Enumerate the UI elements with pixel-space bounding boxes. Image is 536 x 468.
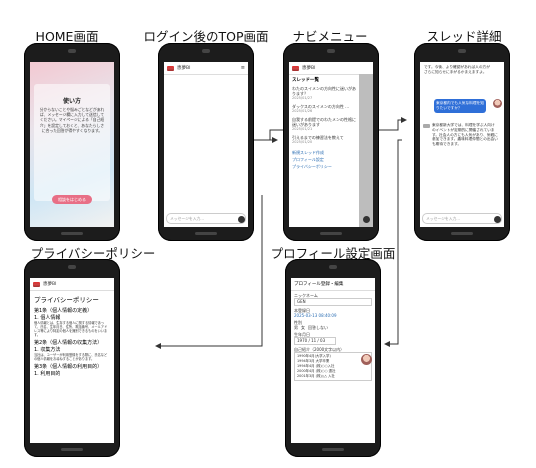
thread-item[interactable]: 自我する前提でのわたメンの性格に迷いがあります 2025/01/21	[292, 117, 356, 131]
app-header: 恵夢BI ≡	[164, 62, 248, 75]
label-home: HOME画面	[35, 29, 99, 44]
message-input[interactable]: メッセージを入力...	[166, 213, 246, 224]
menu-overlay[interactable]	[359, 74, 373, 227]
phone-top: 恵夢BI ≡ メッセージを入力...	[158, 43, 254, 241]
nickname-field[interactable]: GEN	[294, 298, 372, 306]
history-textarea[interactable]: 1990年4月(大学入学) 1994年3月 大学卒業 1994年4月 (株)○○…	[294, 352, 372, 381]
section-body: 当社は、ユーザーが利用登録をする際に、氏名などの個人情報をお尋ねすることがありま…	[34, 353, 108, 361]
profile-avatar[interactable]	[361, 354, 372, 365]
bot-message: です。今後、より確認があれば人の方がさらに知らせに手がるかまえますよ。	[424, 65, 490, 74]
nickname-label: ニックネーム	[294, 293, 318, 298]
nav-link-profile[interactable]: プロフィール設定	[292, 157, 324, 162]
registered-value: 2025-03-13 08:40:09	[294, 313, 337, 318]
thread-list-heading: スレッド一覧	[292, 78, 319, 83]
thread-item[interactable]: わたのスイメンの方向性に迷いがあります？ 2025/01/27	[292, 86, 356, 100]
history-label: 自己紹介（2000文字以内）	[294, 347, 345, 352]
home-screen: 使い方 分からないことや悩みごとなどがあれば、メッセージ欄に入力して送信してくだ…	[30, 62, 114, 227]
connector-thread-to-profile	[384, 139, 402, 347]
nav-link-new-thread[interactable]: 新規スレッド作成	[292, 150, 324, 155]
label-nav: ナビメニュー	[292, 29, 368, 44]
section-body: 個人情報とは、生存する個人に関する情報であって、氏名、生年月日、住所、電話番号、…	[34, 321, 108, 337]
registered-label: 本登録日	[294, 308, 310, 313]
nav-screen: 恵夢BI スレッド一覧 わたのスイメンの方向性に迷いがあります？ 2025/01…	[289, 62, 373, 227]
label-privacy: プライバシーポリシー	[30, 246, 156, 261]
home-description: 分からないことや悩みごとなどがあれば、メッセージ欄に入力して送信してください。マ…	[39, 107, 105, 133]
phone-profile: プロフィール登録・編集 ニックネーム GEN 本登録日 2025-03-13 0…	[285, 259, 381, 457]
label-top: ログイン後のTOP画面	[143, 29, 269, 44]
app-logo-text: 恵夢BI	[177, 66, 191, 71]
app-logo-icon	[167, 65, 174, 71]
start-consultation-button[interactable]: 相談をはじめる	[52, 195, 92, 204]
app-logo-text: 恵夢BI	[43, 282, 57, 287]
profile-title: プロフィール登録・編集	[291, 278, 375, 291]
user-avatar	[493, 99, 502, 108]
thread-item[interactable]: 引えるまでの練習法を教えて 2025/01/20	[292, 135, 344, 144]
profile-form: ニックネーム GEN 本登録日 2025-03-13 08:40:09 性別 男…	[291, 291, 375, 383]
phone-privacy: 恵夢BI プライバシーポリシー 第1条（個人情報の定義） 1. 個人情報 個人情…	[24, 259, 120, 457]
send-icon[interactable]	[494, 216, 501, 223]
phone-home: 使い方 分からないことや悩みごとなどがあれば、メッセージ欄に入力して送信してくだ…	[24, 43, 120, 241]
profile-screen: プロフィール登録・編集 ニックネーム GEN 本登録日 2025-03-13 0…	[291, 278, 375, 443]
section-heading: 第3条（個人情報の利用目的）	[34, 364, 103, 370]
section-sub: 1. 個人情報	[34, 315, 61, 321]
send-icon[interactable]	[238, 216, 245, 223]
app-logo-text: 恵夢BI	[302, 66, 316, 71]
top-screen: 恵夢BI ≡ メッセージを入力...	[164, 62, 248, 227]
connector-nav-to-privacy	[155, 195, 263, 349]
label-thread: スレッド詳細	[426, 29, 502, 44]
app-logo-icon	[33, 281, 40, 287]
gender-label: 性別	[294, 320, 302, 325]
birth-label: 生年月日	[294, 332, 310, 337]
thread-screen: です。今後、より確認があれば人の方がさらに知らせに手がるかまえますよ。 東京都内…	[420, 62, 504, 227]
gender-option[interactable]: 男	[294, 325, 298, 330]
label-profile: プロフィール設定画面	[270, 246, 396, 261]
privacy-title: プライバシーポリシー	[34, 296, 99, 304]
section-sub: 1. 利用目的	[34, 371, 61, 377]
gender-radio-group[interactable]: 男 女 回答しない	[294, 325, 372, 330]
gender-option[interactable]: 回答しない	[308, 325, 328, 330]
section-sub: 1. 収集方法	[34, 347, 61, 353]
app-header: 恵夢BI	[289, 62, 373, 75]
birth-date-field[interactable]: 1970 / 11 / 03	[294, 337, 336, 345]
bot-label	[423, 124, 430, 128]
thread-item[interactable]: ダックスのスイメンの方向性 … 2025/01/26	[292, 104, 350, 113]
section-heading: 第2条（個人情報の収集方法）	[34, 340, 103, 346]
privacy-content: プライバシーポリシー 第1条（個人情報の定義） 1. 個人情報 個人情報とは、生…	[30, 291, 114, 380]
gender-option[interactable]: 女	[301, 325, 305, 330]
send-icon[interactable]	[363, 216, 370, 223]
bot-message: 東京都新大学では、料理を学ぶ人向けのイベントが定期的に開催されています。社会人の…	[432, 123, 498, 147]
section-heading: 第1条（個人情報の定義）	[34, 308, 93, 314]
phone-thread: です。今後、より確認があれば人の方がさらに知らせに手がるかまえますよ。 東京都内…	[414, 43, 510, 241]
nav-drawer: スレッド一覧 わたのスイメンの方向性に迷いがあります？ 2025/01/27 ダ…	[292, 77, 356, 169]
user-message: 東京都内でも人気な料理を知りたいですか？	[434, 99, 486, 113]
message-input[interactable]: メッセージを入力...	[422, 213, 502, 224]
app-header: 恵夢BI	[30, 278, 114, 291]
privacy-screen: 恵夢BI プライバシーポリシー 第1条（個人情報の定義） 1. 個人情報 個人情…	[30, 278, 114, 443]
phone-nav: 恵夢BI スレッド一覧 わたのスイメンの方向性に迷いがあります？ 2025/01…	[283, 43, 379, 241]
nav-link-privacy[interactable]: プライバシーポリシー	[292, 164, 332, 169]
menu-icon[interactable]: ≡	[240, 65, 245, 71]
app-logo-icon	[292, 65, 299, 71]
home-title: 使い方	[62, 98, 81, 105]
